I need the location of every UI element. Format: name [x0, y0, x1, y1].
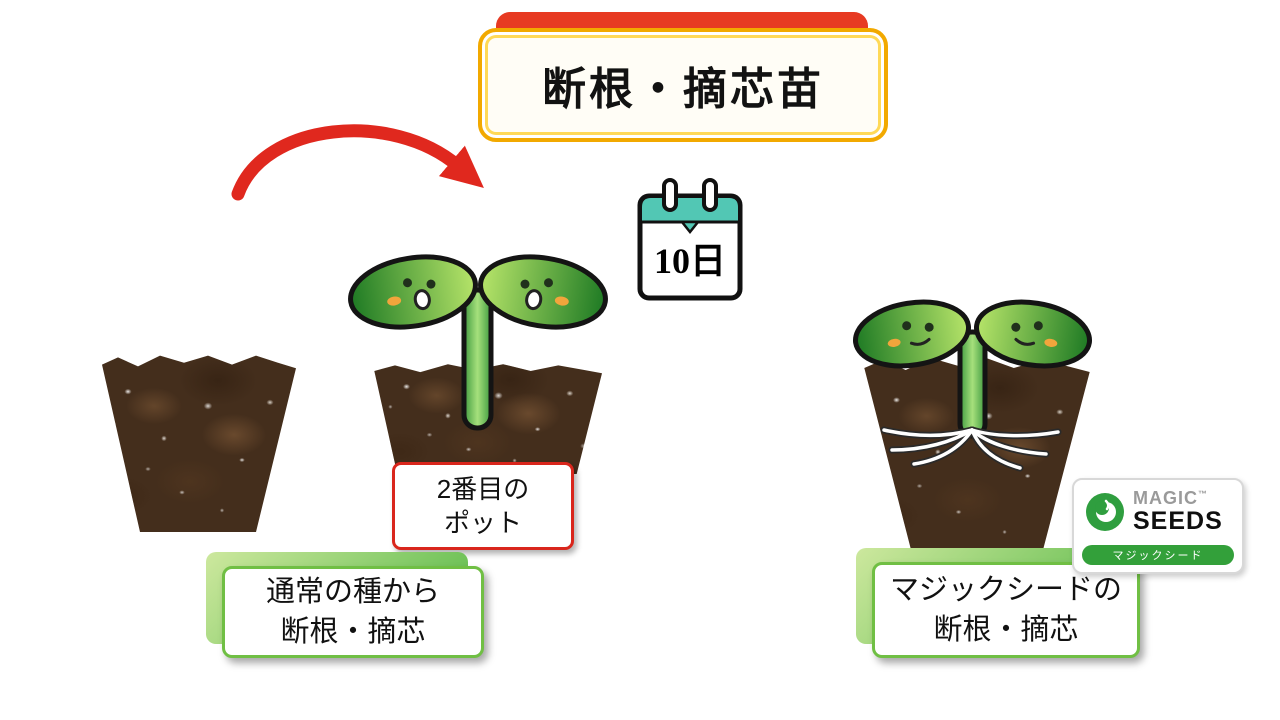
- left-cotyledon: [852, 299, 972, 369]
- calendar-graphic: [637, 178, 743, 301]
- left-soil-pot: [102, 355, 296, 532]
- magic-seeds-logo: MAGIC™ SEEDS マジックシード: [1072, 478, 1244, 574]
- calendar-icon: 10日: [634, 176, 746, 304]
- page-title: 断根・摘芯苗: [542, 65, 824, 114]
- magic-seed-caption-line1: マジックシードの: [889, 574, 1122, 606]
- second-pot-label: 2番目の ポット: [392, 462, 574, 550]
- trademark-symbol: ™: [1198, 489, 1208, 499]
- right-cotyledon: [478, 254, 608, 330]
- stem: [461, 287, 494, 431]
- title-banner: 断根・摘芯苗: [478, 28, 888, 142]
- normal-seed-caption-line2: 断根・摘芯: [280, 616, 426, 648]
- normal-seed-caption-line1: 通常の種から: [265, 576, 440, 608]
- logo-subtitle: マジックシード: [1082, 545, 1234, 565]
- seed-icon: [1086, 492, 1124, 531]
- magic-seed-caption: マジックシードの 断根・摘芯: [856, 548, 1140, 658]
- second-pot-label-line2: ポット: [443, 508, 522, 538]
- second-pot-label-line1: 2番目の: [436, 474, 530, 504]
- logo-brand-bottom: SEEDS: [1133, 506, 1223, 535]
- calendar-days-label: 10日: [653, 241, 726, 281]
- magic-seed-caption-line2: 断根・摘芯: [933, 614, 1079, 646]
- logo-brand-top: MAGIC™: [1133, 488, 1208, 508]
- right-cotyledon: [973, 299, 1093, 369]
- stem: [957, 329, 988, 439]
- normal-seed-caption: 通常の種から 断根・摘芯: [206, 552, 484, 658]
- roots: [880, 426, 1062, 472]
- seedling-with-roots-icon: [852, 299, 1093, 472]
- seedling-surprised-icon: [348, 254, 608, 431]
- left-cotyledon: [348, 254, 478, 330]
- curved-arrow-icon: [231, 124, 484, 201]
